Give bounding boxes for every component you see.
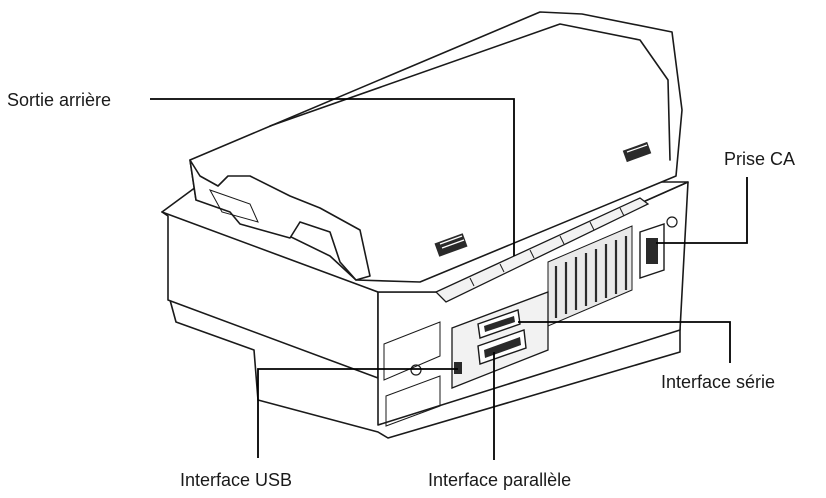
label-ac-inlet: Prise CA [724, 149, 795, 169]
callout-leaders [150, 98, 748, 460]
ac-inlet-leader [656, 177, 748, 244]
label-rear-exit: Sortie arrière [7, 90, 111, 110]
label-serial-interface: Interface série [661, 372, 775, 392]
serial-leader [518, 321, 731, 363]
printer-front-flap [189, 159, 371, 281]
cover-back-edge [269, 23, 671, 161]
usb-port [454, 362, 462, 374]
rear-exit-leader [150, 98, 515, 256]
flap-indent [208, 189, 259, 223]
rear-exit-slot [434, 197, 650, 303]
serial-connector [477, 309, 521, 339]
vent-grille [547, 225, 633, 327]
lower-access-panel [385, 375, 441, 427]
ac-inlet-socket [639, 216, 678, 279]
exit-slot-ribs [469, 207, 625, 287]
left-grip [434, 233, 468, 257]
label-usb-interface: Interface USB [180, 470, 292, 490]
right-grip [622, 141, 652, 163]
label-parallel-interface: Interface parallèle [428, 470, 571, 490]
printer-illustration [161, 11, 689, 439]
usb-leader [257, 368, 458, 458]
left-access-panel [383, 321, 441, 381]
